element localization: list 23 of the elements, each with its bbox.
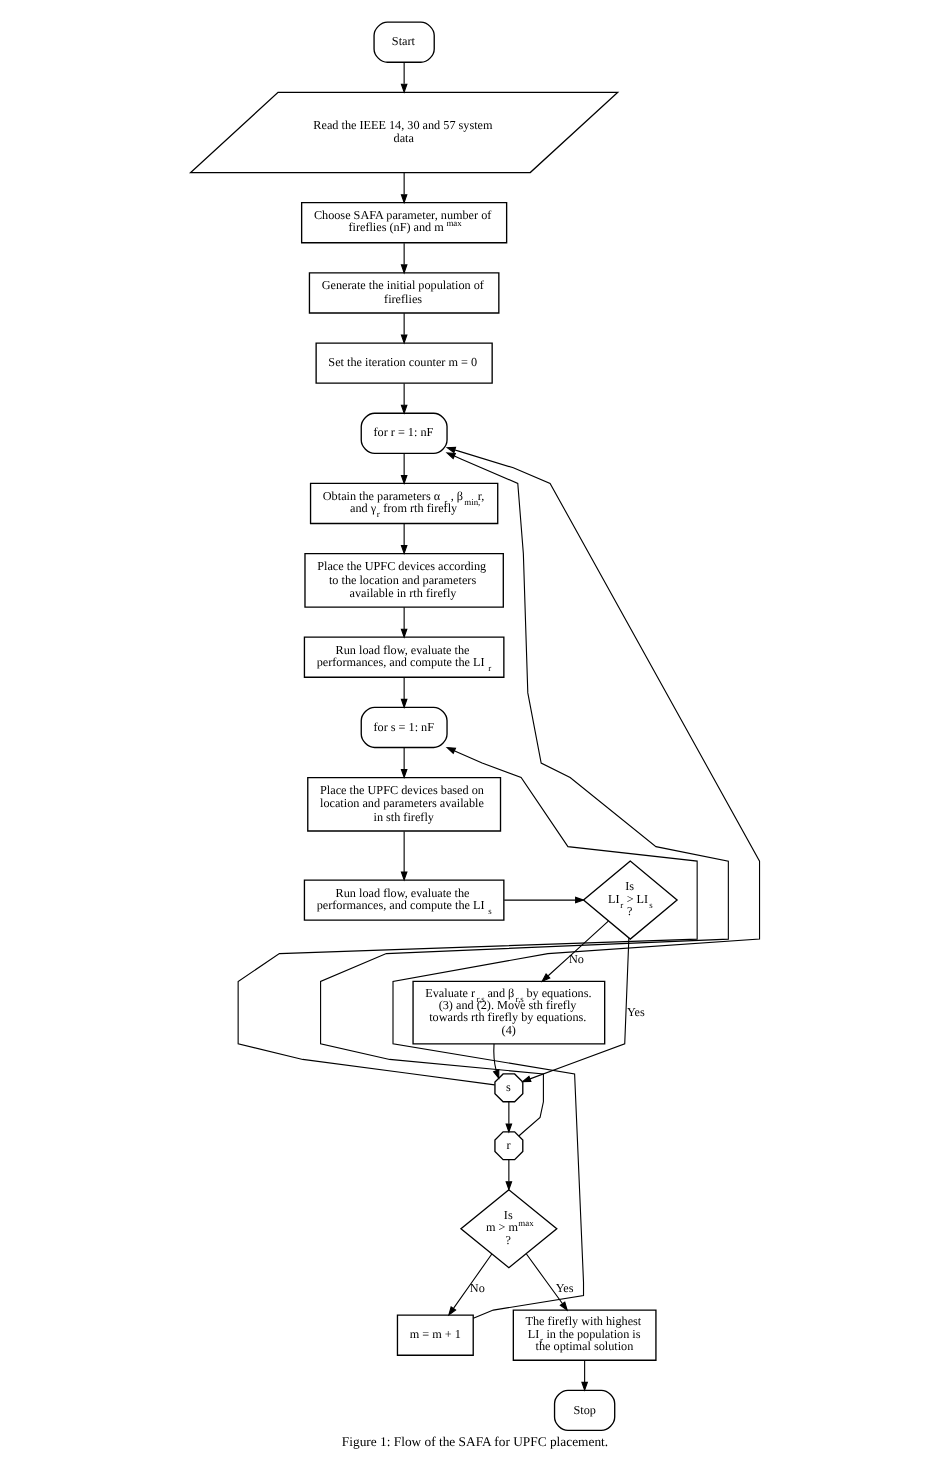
arrow bbox=[580, 1360, 588, 1392]
arrow bbox=[319, 452, 728, 1137]
arrow bbox=[399, 830, 407, 882]
arrow bbox=[399, 453, 407, 485]
arrow bbox=[399, 677, 407, 709]
arrow bbox=[236, 746, 697, 1086]
arrow bbox=[391, 446, 760, 1319]
arrow bbox=[399, 61, 407, 94]
arrow bbox=[520, 937, 629, 1083]
arrow bbox=[504, 1101, 512, 1134]
arrow bbox=[399, 747, 407, 779]
arrow bbox=[399, 312, 407, 345]
arrow bbox=[399, 172, 407, 205]
arrow bbox=[504, 1159, 512, 1192]
arrow bbox=[399, 382, 407, 415]
arrow bbox=[399, 523, 407, 555]
arrow bbox=[502, 896, 585, 904]
arrow bbox=[491, 1043, 499, 1080]
arrow bbox=[446, 1253, 492, 1317]
arrow bbox=[399, 242, 407, 275]
arrow bbox=[524, 1253, 568, 1312]
arrow bbox=[539, 920, 608, 983]
arrow bbox=[399, 606, 407, 639]
